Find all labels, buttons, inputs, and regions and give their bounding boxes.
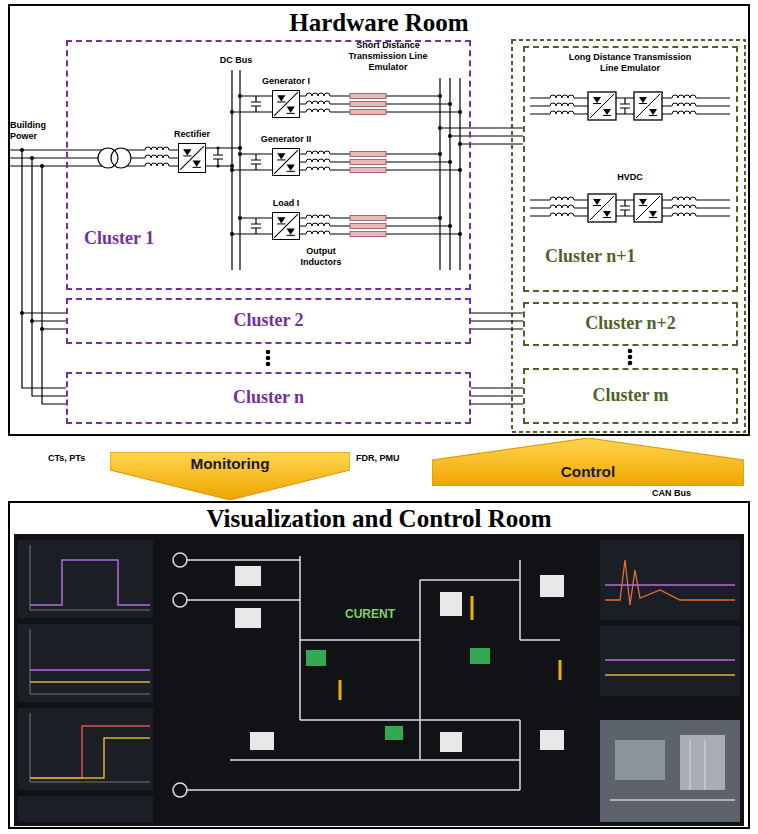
cluster-box: Cluster 2 [66, 298, 471, 344]
cluster-box: Cluster n+1 [523, 46, 738, 292]
cluster-region [512, 40, 745, 432]
box-title: Cluster n+1 [545, 246, 635, 267]
box-title: Cluster m [525, 385, 736, 406]
cluster-box: Cluster n [66, 372, 471, 424]
converter-box: Rectifier [178, 143, 206, 173]
junction-dots [20, 94, 462, 331]
converter-symbol [634, 194, 662, 222]
part-label: Long Distance Transmission Line Emulator [560, 52, 700, 74]
converter-label: Generator I [262, 76, 310, 86]
signal-label: CAN Bus [652, 488, 691, 499]
arrow-shape [110, 452, 350, 500]
box-title: Cluster n+2 [525, 313, 736, 334]
converter-box: Generator II [272, 148, 300, 176]
box-title: Cluster 1 [84, 228, 154, 249]
signal-label: FDR, PMU [356, 453, 400, 464]
three-phase-connector [471, 313, 523, 329]
converter-box: Load I [272, 212, 300, 240]
converter-label: Load I [273, 198, 300, 208]
signal-label: CTs, PTs [48, 453, 85, 464]
three-phase-connector [471, 128, 523, 144]
screen-logo: CURENT [345, 607, 395, 621]
box-title: Cluster n [68, 387, 469, 408]
ellipsis-dots [266, 349, 633, 367]
arrow-label: Monitoring [110, 455, 350, 473]
three-phase-connector [471, 388, 523, 404]
cluster-box: Cluster 1 Rectifier Generator I Generator I… [66, 40, 471, 290]
room-box: Hardware RoomCluster 1RectifierGenerator… [8, 4, 750, 436]
cluster-box: Cluster m [523, 368, 738, 424]
control-arrow: Control [432, 438, 744, 486]
converter-symbol [588, 92, 616, 120]
output-inductors [306, 93, 330, 234]
bus-label: DC Bus [211, 55, 261, 66]
building-power-wires [10, 148, 178, 404]
cluster-box: Cluster n+2 [523, 302, 738, 346]
converter-label: Rectifier [174, 129, 210, 139]
box-title: Hardware Room [10, 9, 748, 37]
arrow-label: Control [432, 463, 744, 481]
part-label: Output Inductors [294, 246, 348, 268]
room-box: Visualization and Control Room [8, 501, 750, 829]
converter-label: Generator II [261, 134, 312, 144]
converter-inductors [550, 95, 696, 216]
box-title: Visualization and Control Room [10, 505, 748, 533]
converter-box: Generator I [272, 90, 300, 118]
dc-bus-wires [206, 70, 272, 270]
control-room-photo [14, 534, 744, 826]
line-emulators [350, 94, 386, 237]
monitoring-arrow: Monitoring [110, 452, 350, 500]
back-to-back-converters [530, 98, 730, 216]
part-label: Short Distance Transmission Line Emulato… [338, 40, 438, 72]
arrow-shape [432, 438, 744, 486]
ac-output-wires [300, 78, 471, 270]
converter-symbol [634, 92, 662, 120]
box-title: Cluster 2 [68, 310, 469, 331]
converter-symbol [588, 194, 616, 222]
part-label: HVDC [600, 172, 660, 183]
source-label: Building Power [10, 120, 56, 142]
